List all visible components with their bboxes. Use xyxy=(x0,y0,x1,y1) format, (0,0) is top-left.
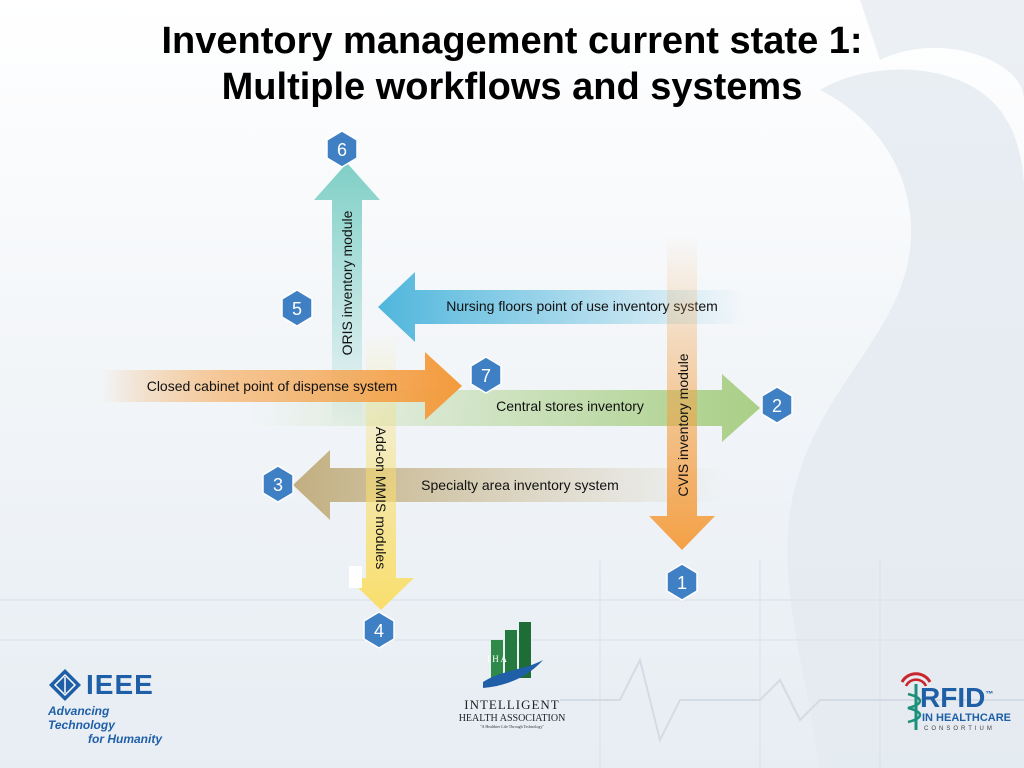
rfid-subtitle: IN HEALTHCARE xyxy=(922,712,1012,724)
svg-text:4: 4 xyxy=(374,621,384,641)
iha-logo: I H A INTELLIGENT HEALTH ASSOCIATION "A … xyxy=(452,620,572,729)
svg-text:1: 1 xyxy=(677,573,687,593)
rfid-consortium: CONSORTIUM xyxy=(924,726,995,732)
svg-text:3: 3 xyxy=(273,475,283,495)
rfid-caduceus-icon xyxy=(900,672,932,730)
oris-label: ORIS inventory module xyxy=(339,210,355,355)
ieee-tagline-2: for Humanity xyxy=(88,732,163,746)
cvis-arrow: CVIS inventory module xyxy=(649,235,715,550)
ieee-tagline-1: Advancing Technology xyxy=(48,704,115,732)
nursing-floors-arrow: Nursing floors point of use inventory sy… xyxy=(378,272,745,342)
marker-4: 4 xyxy=(363,611,395,649)
mmis-arrow: Add-on MMIS modules xyxy=(348,330,414,610)
title-line-2: Multiple workflows and systems xyxy=(221,66,803,108)
ieee-wordmark: IEEE xyxy=(86,669,154,700)
marker-6: 6 xyxy=(326,130,358,168)
svg-text:6: 6 xyxy=(337,140,347,160)
nursing-floors-label: Nursing floors point of use inventory sy… xyxy=(446,298,718,314)
iha-name-1: INTELLIGENT xyxy=(464,697,560,712)
iha-tagline: "A Healthier Life Through Technology" xyxy=(480,724,544,729)
specialty-label: Specialty area inventory system xyxy=(421,477,619,493)
cvis-label: CVIS inventory module xyxy=(675,353,691,496)
marker-7: 7 xyxy=(470,356,502,394)
title-line-1: Inventory management current state 1: xyxy=(161,20,863,62)
mmis-white-tab xyxy=(349,566,362,588)
specialty-arrow: Specialty area inventory system xyxy=(293,450,725,520)
slide-title: Inventory management current state 1: Mu… xyxy=(40,18,984,110)
rfid-logo: RFID™ IN HEALTHCARE CONSORTIUM xyxy=(896,664,1024,734)
iha-building-icon: I H A xyxy=(483,622,543,688)
ieee-logo: IEEE Advancing Technology for Humanity xyxy=(48,668,178,746)
marker-3: 3 xyxy=(262,465,294,503)
iha-name-2: HEALTH ASSOCIATION xyxy=(458,713,566,724)
marker-5: 5 xyxy=(281,289,313,327)
central-stores-label: Central stores inventory xyxy=(496,398,644,414)
marker-2: 2 xyxy=(761,386,793,424)
svg-text:5: 5 xyxy=(292,299,302,319)
marker-1: 1 xyxy=(666,563,698,601)
closed-cabinet-label: Closed cabinet point of dispense system xyxy=(147,378,398,394)
ieee-diamond-icon xyxy=(49,669,81,701)
closed-cabinet-arrow: Closed cabinet point of dispense system xyxy=(100,352,462,420)
oris-arrow: ORIS inventory module xyxy=(314,163,380,430)
iha-letters: I H A xyxy=(487,654,508,664)
svg-text:2: 2 xyxy=(772,396,782,416)
svg-text:7: 7 xyxy=(481,366,491,386)
mmis-label: Add-on MMIS modules xyxy=(373,427,389,569)
rfid-wordmark: RFID™ xyxy=(920,682,994,713)
